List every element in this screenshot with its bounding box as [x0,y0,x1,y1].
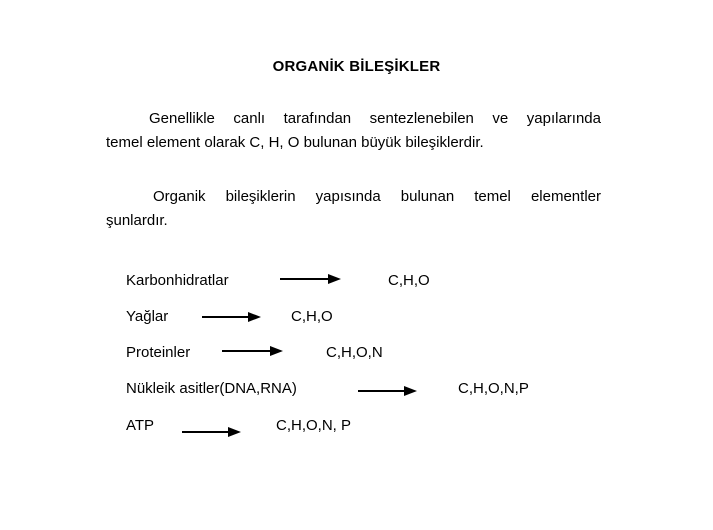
compound-row-proteins: Proteinler C,H,O,N [0,341,713,365]
compound-name: Nükleik asitler(DNA,RNA) [126,380,297,397]
compound-name: Yağlar [126,308,169,325]
compound-elements: C,H,O [388,272,430,289]
compound-name: Karbonhidratlar [126,272,229,289]
compound-row-nucleic-acids: Nükleik asitler(DNA,RNA) C,H,O,N,P [0,377,713,401]
right-arrow-icon [202,310,262,324]
page-title: ORGANİK BİLEŞİKLER [272,58,441,75]
intro-paragraph: Genellikle canlı tarafından sentezlenebi… [106,107,601,155]
compound-elements: C,H,O [291,308,333,325]
compound-elements: C,H,O,N [326,344,383,361]
intro-paragraph-line-1: Genellikle canlı tarafından sentezlenebi… [149,110,601,127]
right-arrow-icon [182,425,242,439]
compound-elements: C,H,O,N,P [458,380,529,397]
compound-row-fats: Yağlar C,H,O [0,305,713,329]
elements-paragraph: Organik bileşiklerin yapısında bulunan t… [106,185,601,233]
elements-paragraph-line-2: şunlardır. [106,212,168,229]
compound-elements: C,H,O,N, P [276,417,352,434]
right-arrow-icon [280,272,342,286]
intro-paragraph-line-2: temel element olarak C, H, O bulunan büy… [106,134,484,151]
compound-name: ATP [126,417,155,434]
compound-name: Proteinler [126,344,191,361]
compound-row-carbohydrates: Karbonhidratlar C,H,O [0,269,713,293]
right-arrow-icon [222,344,284,358]
right-arrow-icon [358,384,418,398]
compound-row-atp: ATP C,H,O,N, P [0,414,713,438]
elements-paragraph-line-1: Organik bileşiklerin yapısında bulunan t… [153,188,601,205]
